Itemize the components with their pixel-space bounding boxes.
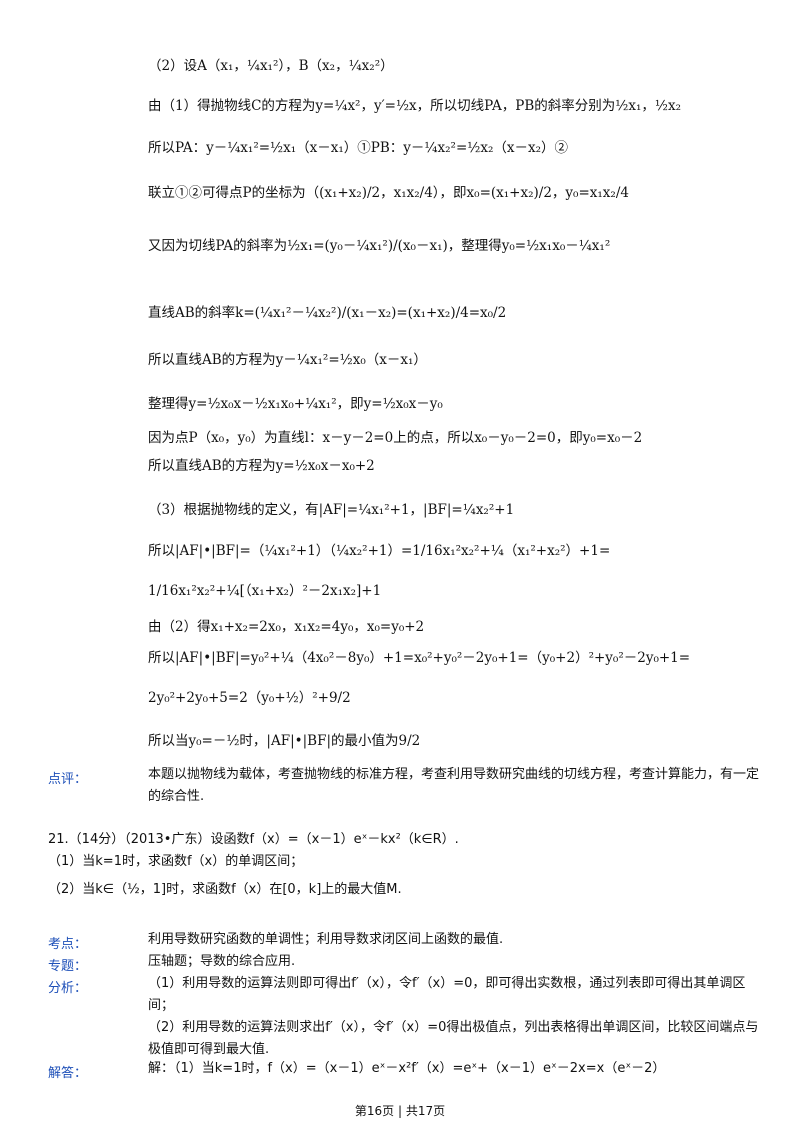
zhuanti-text: 压轴题；导数的综合应用. [148,954,296,969]
page-footer: 第16页 | 共17页 [354,1104,446,1118]
solution-line: 1/16x₁²x₂²+¼[（x₁+x₂）²－2x₁x₂]+1 [148,583,382,599]
solution-line: （3）根据抛物线的定义，有|AF|=¼x₁²+1，|BF|=¼x₂²+1 [148,502,515,518]
solution-line: 联立①②可得点P的坐标为（(x₁+x₂)/2，x₁x₂/4），即x₀=(x₁+x… [148,185,629,201]
solution-line: （2）设A（x₁，¼x₁²），B（x₂，¼x₂²） [148,58,394,74]
solution-line: 由（1）得抛物线C的方程为y=¼x²，y′=½x，所以切线PA，PB的斜率分别为… [148,98,681,114]
problem-21-part1: （1）当k=1时，求函数f（x）的单调区间； [48,854,304,869]
solution-line: 直线AB的斜率k=(¼x₁²－¼x₂²)/(x₁－x₂)=(x₁+x₂)/4=x… [148,305,507,321]
comment-label: 点评： [48,772,88,787]
jieda-text: 解：（1）当k=1时，f（x）=（x－1）eˣ－x²f′（x）=eˣ+（x－1）… [148,1061,666,1076]
solution-line: 由（2）得x₁+x₂=2x₀，x₁x₂=4y₀，x₀=y₀+2 [148,619,425,635]
solution-line: 所以PA：y－¼x₁²=½x₁（x－x₁）①PB：y－¼x₂²=½x₂（x－x₂… [148,140,569,156]
solution-line: 整理得y=½x₀x－½x₁x₀+¼x₁²，即y=½x₀x－y₀ [148,396,443,412]
jieda-label: 解答： [48,1066,88,1081]
solution-line: 因为点P（x₀，y₀）为直线l：x－y－2=0上的点，所以x₀－y₀－2=0，即… [148,430,643,446]
solution-line: 所以当y₀=－½时，|AF|•|BF|的最小值为9/2 [148,733,421,749]
solution-line: 2y₀²+2y₀+5=2（y₀+½）²+9/2 [148,690,351,706]
solution-line: 所以|AF|•|BF|=y₀²+¼（4x₀²－8y₀）+1=x₀²+y₀²－2y… [148,650,691,666]
problem-21-part2: （2）当k∈（½，1]时，求函数f（x）在[0，k]上的最大值M. [48,882,402,897]
zhuanti-label: 专题： [48,959,88,974]
fenxi-text: （1）利用导数的运算法则即可得出f′（x），令f′（x）=0，即可得出实数根，通… [148,976,759,1057]
comment-text: 本题以抛物线为载体，考查抛物线的标准方程，考查利用导数研究曲线的切线方程，考查计… [148,767,760,804]
solution-line: 所以直线AB的方程为y－¼x₁²=½x₀（x－x₁） [148,352,427,368]
fenxi-label: 分析： [48,981,88,996]
problem-21-title: 21.（14分）（2013•广东）设函数f（x）=（x－1）eˣ－kx²（k∈R… [48,832,459,847]
solution-line: 所以直线AB的方程为y=½x₀x－x₀+2 [148,458,375,474]
solution-line: 所以|AF|•|BF|=（¼x₁²+1）（¼x₂²+1）=1/16x₁²x₂²+… [148,543,611,559]
solution-line: 又因为切线PA的斜率为½x₁=(y₀－¼x₁²)/(x₀－x₁)，整理得y₀=½… [148,238,611,254]
kaodian-text: 利用导数研究函数的单调性；利用导数求闭区间上函数的最值. [148,932,504,947]
kaodian-label: 考点： [48,937,88,952]
